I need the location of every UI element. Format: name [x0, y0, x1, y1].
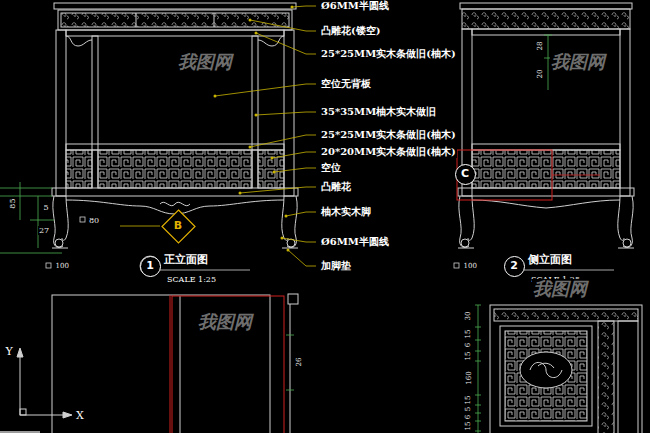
- dimension: 85: [8, 197, 17, 209]
- dimension: 15: [464, 395, 472, 406]
- detail-callout: C: [455, 164, 476, 185]
- part-note: 凸雕花: [320, 181, 352, 193]
- dimension: 27: [38, 226, 50, 235]
- axis-label: Y: [5, 346, 14, 359]
- view-title: 正立面图: [163, 254, 209, 267]
- part-note: 柚木实木脚: [320, 206, 372, 218]
- watermark: 我图网: [532, 279, 588, 300]
- section-callout: B: [162, 210, 195, 243]
- dimension: 15: [464, 329, 472, 340]
- part-note: 凸雕花(镂空): [320, 25, 381, 37]
- part-note: 35*35MM柚木实木做旧: [320, 106, 437, 118]
- watermark: 我图网: [177, 52, 233, 73]
- callout-letter: B: [174, 220, 182, 232]
- dimension: 30: [464, 311, 472, 322]
- part-note: 25*25MM实木条做旧(柚木): [320, 48, 457, 60]
- dimension: 5: [43, 203, 50, 212]
- view-number: 1: [140, 256, 161, 277]
- dimension: 5: [464, 406, 472, 412]
- axis-label: X: [75, 410, 85, 423]
- callout-letter: C: [461, 168, 469, 180]
- part-note: 空位无背板: [320, 78, 372, 90]
- dimension: 26: [295, 357, 303, 368]
- dimension: 6: [464, 342, 472, 348]
- part-note: Ø6MM半圆线: [320, 0, 390, 12]
- watermark: 我图网: [197, 312, 253, 333]
- view-title: 侧立面图: [527, 254, 573, 267]
- part-note: 25*25MM实木条做旧(柚木): [320, 129, 457, 141]
- part-note: Ø6MM半圆线: [320, 236, 390, 248]
- part-note: 加脚垫: [320, 260, 352, 272]
- dimension: 15: [464, 421, 472, 432]
- dimension: 20: [536, 69, 544, 80]
- view-number: 2: [504, 256, 525, 277]
- view-scale: SCALE 1:25: [166, 275, 217, 284]
- watermark: 我图网: [550, 52, 606, 73]
- callout-letter: 1: [146, 260, 154, 272]
- dimension: 80: [88, 216, 100, 225]
- callout-letter: 2: [510, 260, 518, 272]
- dimension: 6: [464, 414, 472, 420]
- dimension: 100: [463, 262, 478, 270]
- dimension: 28: [536, 41, 544, 52]
- dimension: 100: [55, 262, 70, 270]
- part-note: 空位: [320, 162, 342, 174]
- dimension: 15: [464, 351, 472, 362]
- dimension: 160: [464, 370, 472, 385]
- part-note: 20*20MM实木条做旧(柚木): [320, 146, 457, 158]
